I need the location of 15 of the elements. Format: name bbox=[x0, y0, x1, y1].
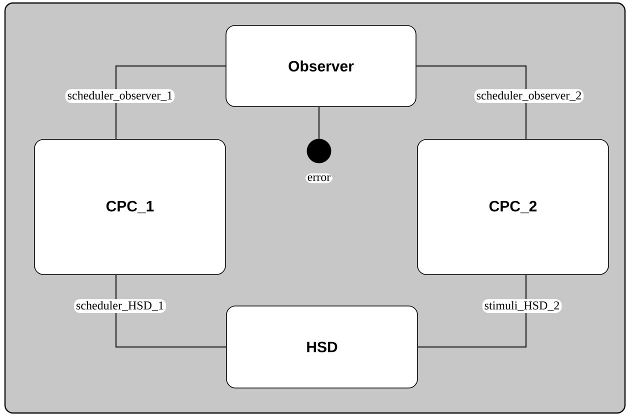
edge-label: scheduler_HSD_1 bbox=[74, 299, 166, 313]
connector-line bbox=[318, 106, 320, 140]
port-dot bbox=[306, 138, 332, 164]
process-box: CPC_2 bbox=[417, 139, 609, 275]
port-label: error bbox=[305, 173, 333, 184]
process-box: HSD bbox=[226, 306, 418, 388]
edge-label: scheduler_observer_2 bbox=[474, 89, 584, 103]
edge-label: stimuli_HSD_2 bbox=[482, 299, 562, 313]
connector-line bbox=[416, 66, 526, 140]
process-box: Observer bbox=[226, 25, 416, 107]
connector-line bbox=[116, 274, 227, 348]
edge-label: scheduler_observer_1 bbox=[65, 89, 175, 103]
process-box: CPC_1 bbox=[34, 139, 226, 275]
connector-line bbox=[417, 274, 526, 348]
connector-line bbox=[116, 66, 226, 140]
